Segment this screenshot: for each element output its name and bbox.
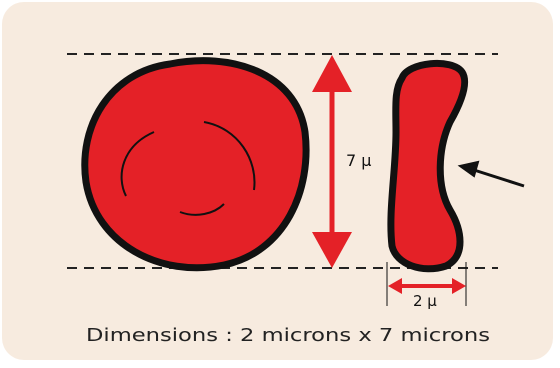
pointer-arrow-shaft xyxy=(474,170,524,186)
width-arrow-head-left xyxy=(388,278,402,294)
cell-side-view xyxy=(391,63,465,268)
width-arrow-head-right xyxy=(452,278,466,294)
height-label: 7 µ xyxy=(346,151,371,170)
height-arrow-head-top xyxy=(312,55,352,92)
width-label: 2 µ xyxy=(413,292,437,310)
pointer-arrow-head xyxy=(460,162,478,176)
dimensions-caption: Dimensions : 2 microns x 7 microns xyxy=(86,325,490,346)
height-arrow-head-bottom xyxy=(312,232,352,268)
cell-front-view xyxy=(85,61,306,268)
